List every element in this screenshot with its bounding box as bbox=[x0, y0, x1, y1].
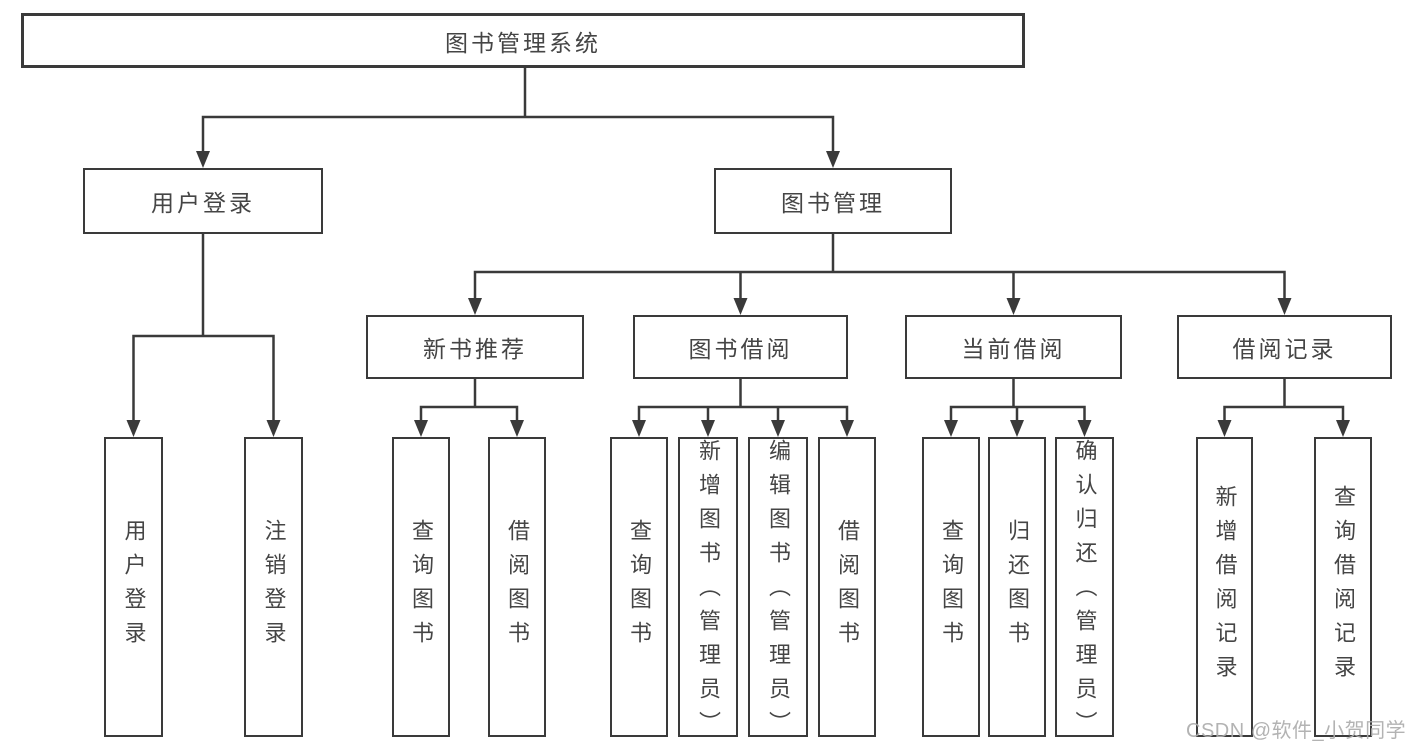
node-user-login-label: 用户登录 bbox=[151, 190, 255, 216]
leaf-logout: 注销登录 bbox=[244, 437, 303, 737]
node-library-system-label: 图书管理系统 bbox=[445, 29, 601, 56]
leaf-borrow-books-recommend-label: 借阅图书 bbox=[505, 519, 530, 655]
node-borrowing-records: 借阅记录 bbox=[1177, 315, 1392, 379]
leaf-add-borrow-record: 新增借阅记录 bbox=[1196, 437, 1253, 737]
leaf-user-login: 用户登录 bbox=[104, 437, 163, 737]
leaf-add-book-admin-label: 新增图书（管理员） bbox=[696, 439, 721, 745]
node-book-management: 图书管理 bbox=[714, 168, 952, 234]
leaf-borrow-books-recommend: 借阅图书 bbox=[488, 437, 546, 737]
csdn-watermark: CSDN @软件_小贺同学 bbox=[1186, 720, 1405, 742]
arrowheads bbox=[126, 151, 1350, 437]
leaf-borrow-books-borrowing: 借阅图书 bbox=[818, 437, 876, 737]
node-new-book-recommend-label: 新书推荐 bbox=[423, 336, 527, 362]
leaf-user-login-label: 用户登录 bbox=[121, 519, 147, 655]
leaf-query-books-borrowing: 查询图书 bbox=[610, 437, 668, 737]
leaf-add-borrow-record-label: 新增借阅记录 bbox=[1212, 485, 1238, 689]
node-borrowing-records-label: 借阅记录 bbox=[1232, 336, 1337, 362]
leaf-borrow-books-borrowing-label: 借阅图书 bbox=[835, 519, 860, 655]
leaf-query-books-current: 查询图书 bbox=[922, 437, 980, 737]
leaf-query-books-borrowing-label: 查询图书 bbox=[627, 519, 652, 655]
leaf-query-books-recommend: 查询图书 bbox=[392, 437, 450, 737]
leaf-query-books-current-label: 查询图书 bbox=[939, 519, 964, 655]
leaf-logout-label: 注销登录 bbox=[261, 519, 287, 655]
leaf-query-books-recommend-label: 查询图书 bbox=[409, 519, 434, 655]
leaf-confirm-return-admin-label: 确认归还（管理员） bbox=[1072, 439, 1098, 745]
node-new-book-recommend: 新书推荐 bbox=[366, 315, 584, 379]
leaf-edit-book-admin-label: 编辑图书（管理员） bbox=[766, 439, 791, 745]
leaf-confirm-return-admin: 确认归还（管理员） bbox=[1055, 437, 1114, 745]
leaf-query-borrow-record: 查询借阅记录 bbox=[1314, 437, 1372, 737]
leaf-edit-book-admin: 编辑图书（管理员） bbox=[748, 437, 808, 745]
leaf-return-books: 归还图书 bbox=[988, 437, 1046, 737]
node-current-borrowing: 当前借阅 bbox=[905, 315, 1122, 379]
node-library-system: 图书管理系统 bbox=[21, 13, 1025, 68]
leaf-add-book-admin: 新增图书（管理员） bbox=[678, 437, 738, 745]
node-user-login: 用户登录 bbox=[83, 168, 323, 234]
node-current-borrowing-label: 当前借阅 bbox=[961, 336, 1066, 362]
node-book-borrowing-label: 图书借阅 bbox=[688, 336, 793, 362]
node-book-borrowing: 图书借阅 bbox=[633, 315, 848, 379]
node-book-management-label: 图书管理 bbox=[781, 190, 885, 216]
leaf-return-books-label: 归还图书 bbox=[1005, 519, 1030, 655]
leaf-query-borrow-record-label: 查询借阅记录 bbox=[1331, 485, 1356, 689]
